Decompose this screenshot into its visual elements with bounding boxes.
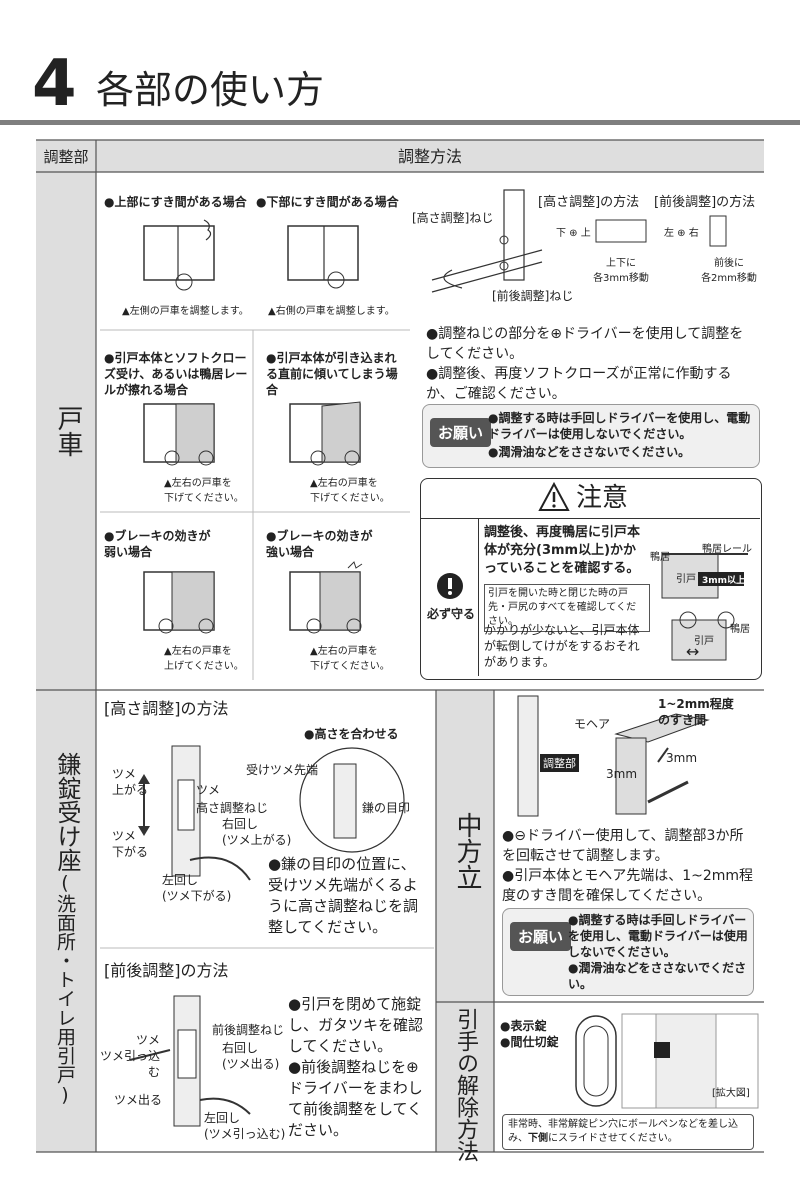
tosha-instruction-2: ●調整後、再度ソフトクローズが正常に作動するか、ご確認ください。: [426, 366, 732, 402]
kamajo-height-text: ●鎌の目印の位置に、受けツメ先端がくるように高さ調整ねじを調整してください。: [268, 855, 419, 936]
caution-tail: かかりが少ないと、引戸本体が転倒してけがをするおそれがあります。: [484, 623, 640, 669]
caution-figure: [661, 553, 748, 661]
caution-fig-3mm: 3mm以上: [702, 576, 746, 586]
tsume-up: ツメ 上がる: [112, 767, 149, 797]
depth-left: 左回し (ツメ引っ込む): [204, 1111, 286, 1141]
nakatate-3mm-b: 3mm: [606, 767, 638, 781]
door-figure-bottom-gap: [287, 225, 359, 289]
case-tilt-note: ▲左右の戸車を 下げてください。: [310, 478, 390, 504]
depth-screw-label: [前後調整]ねじ: [492, 289, 574, 303]
hikite-figure: [575, 1013, 759, 1109]
hikite-note: 非常時、非常解錠ピン穴にボールペンなどを差し込み、下側にスライドさせてください。: [502, 1114, 754, 1150]
nakatate-text-2: ●引戸本体とモヘア先端は、1~2mm程度のすき間を確保してください。: [502, 868, 754, 904]
height-screw-label: [高さ調整]ねじ: [412, 211, 494, 225]
tsume-label: ツメ: [196, 783, 221, 797]
kamajo-height-title: [高さ調整]の方法: [104, 699, 229, 718]
nakatate-onegai-line-1: ●調整する時は手回しドライバーを使用し、電動ドライバーは使用しないでください。: [568, 913, 748, 959]
door-figure-top-gap: [143, 219, 215, 291]
col-header-part: 調整部: [43, 148, 89, 166]
col-header-method: 調整方法: [397, 147, 462, 166]
kamajo-depth-text: ●引戸を閉めて施錠し、ガタツキを確認してください。 ●前後調整ねじを⊕ドライバー…: [288, 995, 424, 1139]
must-icon: [437, 573, 463, 599]
height-screw: 高さ調整ねじ: [196, 801, 269, 815]
kama-mark: 鎌の目印: [362, 801, 411, 815]
nakatate-3mm-a: 3mm: [666, 751, 698, 765]
right-turn: 右回し (ツメ上がる): [222, 817, 292, 847]
hikite-zoom: [拡大図]: [712, 1088, 750, 1099]
case-rub-note: ▲左右の戸車を 下げてください。: [164, 478, 244, 504]
kamajo-depth-title: [前後調整]の方法: [104, 961, 229, 980]
tsume-down: ツメ 下がる: [112, 829, 149, 859]
row-label-kamajo-sub: (洗面所・トイレ用引戸): [54, 872, 76, 1106]
warning-icon: [538, 481, 570, 511]
tosha-onegai-line-2: ●潤滑油などをささないでください。: [488, 445, 691, 459]
height-method-title: [高さ調整]の方法: [538, 195, 640, 210]
depth-tsume-in: ツメ ツメ引っ込む: [99, 1033, 160, 1079]
door-figure-brake-weak: [143, 571, 215, 634]
nakatate-gap: 1~2mm程度 のすき間: [658, 697, 734, 727]
case-brake-strong: ●ブレーキの効きが 強い場合: [266, 529, 373, 559]
depth-method-title: [前後調整]の方法: [654, 195, 756, 210]
caution-divider-v: [478, 518, 479, 676]
row-label-hikite: 引手の解除方法: [453, 1008, 478, 1162]
case-brake-strong-note: ▲左右の戸車を 下げてください。: [310, 646, 390, 672]
depth-right: 右回し (ツメ出る): [222, 1041, 280, 1071]
case-brake-weak: ●ブレーキの効きが 弱い場合: [104, 529, 211, 559]
tosha-onegai-line-1: ●調整する時は手回しドライバーを使用し、電動ドライバーは使用しないでください。: [488, 411, 751, 441]
header-rule: [0, 120, 800, 125]
case-brake-weak-note: ▲左右の戸車を 上げてください。: [164, 646, 244, 672]
door-figure-rub: [143, 403, 215, 466]
caution-fig-door: 引戸: [676, 574, 696, 585]
caution-fig-kamoi2: 鴨居: [730, 624, 750, 635]
row-label-kamajo: 鎌錠受け座: [53, 752, 81, 872]
door-figure-tilt: [289, 401, 361, 466]
kamajo-height-figure: [138, 745, 405, 881]
case-bottom-gap: ●下部にすき間がある場合: [256, 195, 399, 209]
caution-fig-door2: 引戸: [694, 636, 714, 647]
case-tilt: ●引戸本体が引き込まれる直前に傾いてしまう場合: [266, 351, 398, 397]
door-figure-brake-strong: [289, 561, 363, 634]
case-top-gap: ●上部にすき間がある場合: [104, 195, 247, 209]
tosha-instruction-1: ●調整ねじの部分を⊕ドライバーを使用して調整をしてください。: [426, 326, 744, 362]
caution-main: 調整後、再度鴨居に引戸本体が充分(3mm以上)かかっていることを確認する。: [484, 525, 641, 576]
nakatate-onegai-line-2: ●潤滑油などをささないでください。: [568, 961, 747, 991]
receive-tip: 受けツメ先端: [246, 763, 319, 777]
caution-divider-h: [421, 518, 760, 519]
section-number: 4: [32, 47, 77, 121]
nakatate-adjust-part: 調整部: [540, 754, 579, 772]
depth-move: 前後に 各2mm移動: [701, 258, 757, 284]
caution-fig-kamoi: 鴨居: [650, 552, 670, 563]
hikite-item-1: ●表示錠: [500, 1019, 547, 1033]
nakatate-onegai-label: お願い: [510, 922, 572, 951]
height-move: 上下に 各3mm移動: [593, 258, 649, 284]
case-bottom-gap-note: ▲右側の戸車を調整します。: [268, 306, 395, 317]
hikite-note-bold: 下側: [528, 1133, 548, 1144]
row-label-nakatate: 中方立: [452, 812, 482, 890]
tosha-onegai-label: お願い: [430, 418, 492, 447]
kamajo-depth-figure: [129, 995, 251, 1127]
kamajo-height-match: ●高さを合わせる: [304, 727, 399, 741]
nakatate-text-1: ●⊖ドライバー使用して、調整部3か所を回転させて調整します。: [502, 828, 744, 864]
case-rub: ●引戸本体とソフトクローズ受け、あるいは鴨居レールが擦れる場合: [104, 351, 248, 397]
caution-fig-rail: 鴨居レール: [702, 544, 752, 555]
caution-must: 必ず守る: [426, 607, 475, 621]
nakatate-figure: [517, 695, 710, 817]
height-dir: 下 ⊕ 上: [556, 228, 591, 239]
row-label-tosha: 戸車: [53, 405, 83, 457]
caution-title: 注意: [576, 483, 629, 513]
left-turn: 左回し (ツメ下がる): [162, 873, 232, 903]
hikite-item-2: ●間仕切錠: [500, 1035, 559, 1049]
nakatate-mohair: モヘア: [574, 717, 611, 731]
roller-diagram: [431, 189, 727, 293]
hikite-note-pre: 非常時、非常解錠ピン穴にボールペンなどを差し込み、: [508, 1119, 738, 1144]
caution-check-box: 引戸を開いた時と閉じた時の戸先・戸尻のすべてを確認してください。: [484, 584, 650, 632]
depth-screw: 前後調整ねじ: [212, 1023, 285, 1037]
double-arrow-icon: ↔: [686, 642, 700, 661]
depth-dir: 左 ⊕ 右: [664, 228, 699, 239]
case-top-gap-note: ▲左側の戸車を調整します。: [122, 306, 249, 317]
hikite-note-post: にスライドさせてください。: [548, 1133, 678, 1144]
page-title: 各部の使い方: [96, 68, 325, 112]
depth-tsume-out: ツメ出る: [114, 1093, 163, 1107]
